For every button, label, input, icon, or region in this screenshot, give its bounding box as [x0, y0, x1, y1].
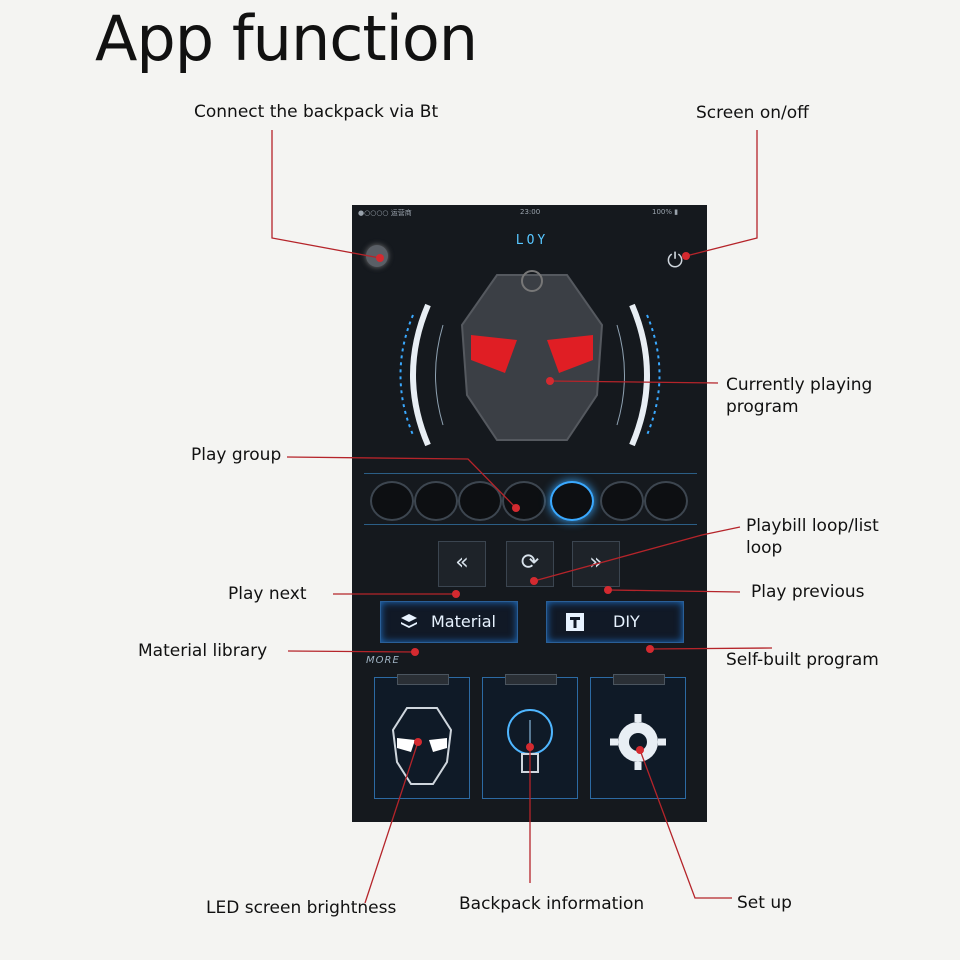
more-link[interactable]: MORE — [366, 655, 400, 666]
play-group-item-active[interactable] — [550, 481, 594, 521]
card-tab — [613, 674, 665, 685]
callout-material-library: Material library — [138, 641, 268, 661]
callout-playbill-loop: Playbill loop/list loop — [746, 516, 879, 558]
play-group-item[interactable] — [644, 481, 688, 521]
play-group-item[interactable] — [502, 481, 546, 521]
callout-playing: Currently playing program — [726, 375, 873, 417]
mask-outline-icon — [391, 707, 453, 785]
play-previous-button[interactable]: » — [572, 541, 620, 587]
power-icon[interactable]: ⏻ — [667, 248, 683, 272]
card-tab — [505, 674, 557, 685]
status-carrier: ●○○○○ 运营商 — [358, 209, 412, 217]
hud-left-decoration — [399, 303, 444, 447]
text-tool-icon — [566, 613, 584, 631]
loop-toggle-button[interactable]: ⟳ — [506, 541, 554, 587]
app-screen: ●○○○○ 运营商 23:00 100% ▮ LOY ⏻ « ⟳ » — [352, 205, 707, 822]
status-battery: 100% ▮ — [652, 208, 679, 216]
callout-play-next: Play next — [228, 584, 307, 604]
callout-led-brightness: LED screen brightness — [206, 898, 397, 918]
diy-button[interactable]: DIY — [546, 601, 684, 643]
play-group-strip[interactable] — [364, 473, 697, 525]
card-tab — [397, 674, 449, 685]
led-brightness-card[interactable] — [374, 674, 470, 799]
gear-icon — [610, 714, 666, 770]
material-label: Material — [431, 612, 496, 631]
lightbulb-icon — [507, 709, 553, 773]
play-group-item[interactable] — [600, 481, 644, 521]
status-bar: ●○○○○ 运营商 23:00 100% ▮ — [352, 205, 707, 219]
setup-card[interactable] — [590, 674, 686, 799]
callout-self-built: Self-built program — [726, 650, 879, 670]
callout-setup: Set up — [737, 893, 792, 913]
callout-bt: Connect the backpack via Bt — [194, 102, 439, 122]
layers-icon — [401, 614, 417, 628]
current-program-preview[interactable] — [447, 245, 617, 455]
diy-label: DIY — [613, 612, 640, 631]
callout-backpack-info: Backpack information — [459, 894, 645, 914]
material-button[interactable]: Material — [380, 601, 518, 643]
play-next-button[interactable]: « — [438, 541, 486, 587]
app-logo: LOY — [515, 233, 549, 248]
hud-right-decoration — [616, 303, 661, 447]
backpack-info-card[interactable] — [482, 674, 578, 799]
callout-play-previous: Play previous — [751, 582, 865, 602]
page-title: App function — [95, 2, 478, 75]
play-group-item[interactable] — [458, 481, 502, 521]
callout-play-group: Play group — [191, 445, 282, 465]
play-group-item[interactable] — [370, 481, 414, 521]
play-group-item[interactable] — [414, 481, 458, 521]
status-time: 23:00 — [520, 208, 541, 216]
bluetooth-button[interactable] — [366, 245, 388, 267]
callout-screen: Screen on/off — [696, 103, 809, 123]
